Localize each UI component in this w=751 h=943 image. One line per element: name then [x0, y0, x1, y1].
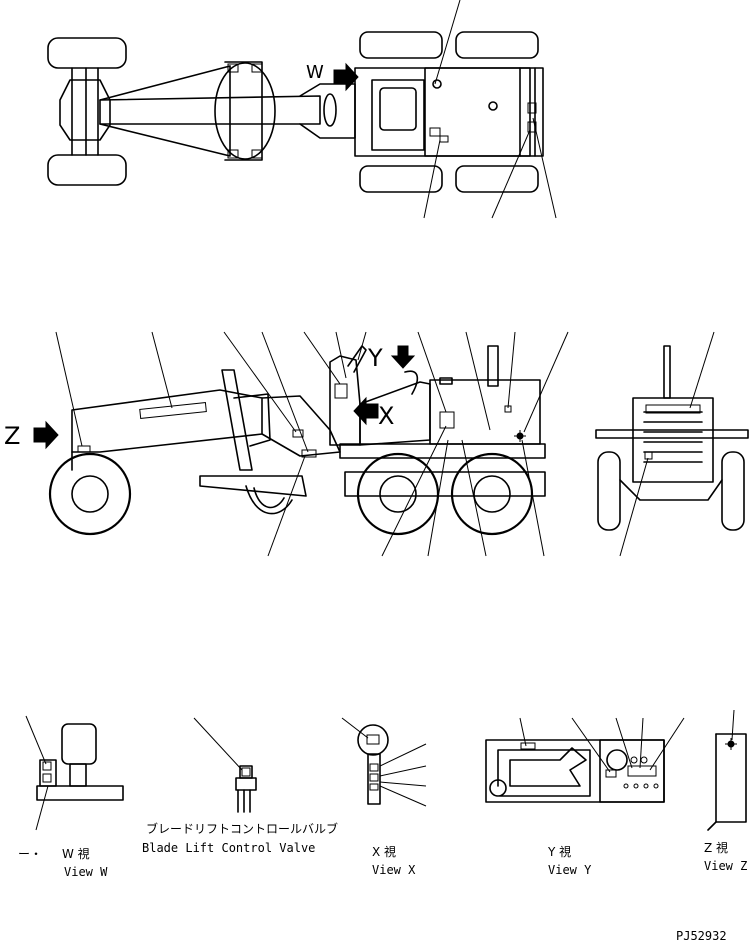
- label-plate: [77, 445, 91, 453]
- drawing-number: PJ52932: [676, 929, 727, 943]
- view-x-jp: X 視: [372, 844, 396, 859]
- label-plate: [627, 765, 657, 777]
- view-x-arrow: [353, 396, 379, 426]
- view-x-en: View X: [372, 863, 416, 877]
- blade-valve-en: Blade Lift Control Valve: [142, 841, 315, 855]
- front-wheel-lower: [47, 154, 127, 186]
- chassis: [339, 443, 546, 459]
- label-plate: [292, 429, 304, 438]
- rear-view: [595, 331, 749, 557]
- blade-valve-jp: ブレードリフトコントロールバルブ: [146, 821, 338, 836]
- arrow-label-y: Y: [367, 344, 383, 372]
- label-plate: [527, 121, 537, 133]
- label-plate: [429, 127, 441, 137]
- rear-wheel-left: [597, 451, 621, 531]
- view-z-en: View Z: [704, 859, 747, 873]
- label-plate: [644, 451, 653, 460]
- view-w-detail: ー・ W 視 View W: [18, 715, 124, 879]
- main-frame-top: [99, 95, 321, 125]
- rear-grille: [632, 397, 714, 483]
- label-plate: [527, 102, 537, 114]
- label-plate: [605, 769, 617, 778]
- seat-side: [404, 370, 419, 395]
- view-w-arrow: [333, 62, 359, 92]
- label-plate: [334, 383, 348, 399]
- rear-wheel-right: [721, 451, 745, 531]
- front-frame: [59, 79, 111, 141]
- rear-wheel-side: [356, 452, 440, 536]
- view-w-jp: W 視: [62, 846, 90, 861]
- rear-axle: [595, 429, 749, 439]
- knob: [61, 723, 97, 765]
- view-z-detail: Z 視 View Z: [704, 709, 747, 873]
- arrow-label-w: W: [306, 62, 324, 83]
- rear-wheel: [359, 165, 443, 193]
- view-y-detail: Y 視 View Y: [485, 717, 685, 877]
- label-plate: [439, 135, 449, 143]
- label-plate: [42, 773, 52, 783]
- label-plate: [369, 763, 379, 772]
- label-plate: [645, 404, 701, 414]
- rear-wheel-side: [450, 452, 534, 536]
- gauge: [357, 724, 389, 756]
- arrow-label-z: Z: [4, 422, 20, 450]
- blade-top: [224, 61, 263, 161]
- view-y-en: View Y: [548, 863, 592, 877]
- cab-top: [371, 79, 425, 151]
- rear-stack: [663, 345, 671, 399]
- rear-wheel: [455, 31, 539, 59]
- view-w-prefix: ー・: [18, 847, 42, 861]
- body-top: [354, 67, 544, 157]
- exhaust-stack: [487, 345, 499, 387]
- blade-lift-valve-detail: ブレードリフトコントロールバルブ Blade Lift Control Valv…: [142, 717, 338, 855]
- view-x-detail: X 視 View X: [341, 717, 427, 877]
- side-stripe: [139, 402, 207, 419]
- view-y-arrow: [390, 345, 416, 369]
- view-z-arrow: [33, 420, 59, 450]
- label-plate: [241, 767, 251, 777]
- column: [367, 753, 381, 805]
- side-view: X Y Z: [4, 331, 569, 557]
- arrow-label-x: X: [378, 402, 394, 430]
- drawbar: [99, 65, 231, 157]
- circle-ring: [214, 62, 276, 160]
- front-axle: [71, 67, 99, 156]
- label-plate: [369, 773, 379, 782]
- rear-wheel: [455, 165, 539, 193]
- view-w-en: View W: [64, 865, 108, 879]
- gate-pattern: [509, 747, 587, 787]
- label-plate: [439, 411, 455, 429]
- frame-end: [707, 733, 747, 831]
- label-plate: [520, 742, 536, 750]
- front-wheel-upper: [47, 37, 127, 69]
- view-y-jp: Y 視: [547, 844, 571, 859]
- lift-cylinder: [221, 369, 253, 471]
- front-frame-side: [71, 389, 263, 453]
- rear-wheel: [359, 31, 443, 59]
- base-plate: [36, 785, 124, 801]
- hood-front: [299, 83, 356, 139]
- lever: [347, 345, 367, 373]
- label-plate: [366, 734, 380, 745]
- label-plate: [42, 761, 52, 771]
- label-plate: [301, 449, 317, 458]
- seat-top: [379, 87, 417, 131]
- blade-side: [199, 475, 307, 497]
- front-wheel-side: [48, 452, 132, 536]
- label-plate: [369, 783, 379, 791]
- top-view: W: [47, 0, 557, 219]
- view-z-jp: Z 視: [704, 840, 728, 855]
